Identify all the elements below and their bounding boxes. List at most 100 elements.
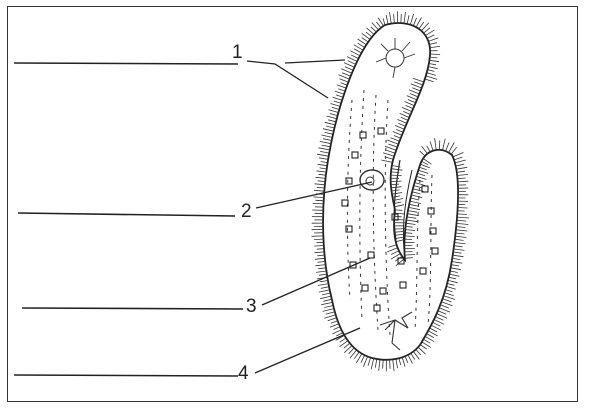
cilium (391, 187, 402, 188)
cilium (331, 104, 341, 107)
leader-lines (247, 60, 372, 373)
cilium (336, 95, 343, 97)
cilium (458, 178, 466, 179)
cilium (390, 360, 391, 369)
cilium (456, 164, 464, 166)
cilium (317, 154, 329, 156)
cilium (325, 132, 333, 134)
cilium (358, 43, 365, 47)
cilium (424, 28, 430, 33)
cilium (426, 76, 437, 80)
cilium (383, 18, 385, 25)
cilium (448, 280, 458, 282)
cilium (427, 334, 434, 338)
cilium (423, 159, 431, 165)
cilium (445, 293, 454, 296)
cilium (429, 64, 436, 65)
cilium (446, 287, 455, 290)
cilium (325, 122, 336, 125)
cilium (317, 255, 324, 256)
cilium (430, 142, 433, 151)
cilium (328, 318, 337, 321)
cilium (456, 227, 465, 228)
cilium (368, 358, 371, 366)
cilium (407, 214, 419, 216)
label-3: 3 (246, 297, 257, 316)
cilium (407, 15, 409, 24)
cilium (314, 190, 324, 191)
cilium (455, 236, 466, 237)
cilium (329, 110, 339, 113)
cilium (443, 139, 446, 151)
cilium (319, 174, 326, 175)
cilium (396, 129, 403, 132)
cilium (318, 284, 329, 286)
cilium (446, 143, 449, 152)
cilium (401, 117, 408, 120)
cilium (451, 268, 461, 270)
cilium (391, 184, 399, 185)
cilium (456, 167, 467, 169)
cilium (321, 302, 332, 304)
cilium (395, 125, 404, 129)
cilium (449, 274, 459, 276)
cilium (318, 164, 328, 165)
cilium (387, 248, 397, 252)
cilium (395, 237, 404, 239)
cilium (428, 70, 435, 72)
cilium (314, 246, 324, 247)
cilium (430, 328, 437, 332)
cilium (435, 138, 437, 150)
contractile-vacuole-top (386, 49, 404, 67)
cilium (385, 146, 396, 150)
cilium (366, 32, 372, 37)
cilium (430, 54, 440, 55)
cilium (417, 173, 425, 175)
cilium (391, 251, 399, 255)
cilium (429, 60, 439, 61)
cilium (407, 217, 416, 218)
cilium (383, 360, 384, 369)
label-1: 1 (232, 43, 243, 62)
cilium (458, 208, 468, 209)
cilium (388, 245, 396, 248)
cilium (427, 146, 430, 152)
cilium (315, 265, 325, 266)
cilium (422, 146, 428, 154)
cilium (425, 79, 434, 82)
cilium (457, 220, 466, 221)
cilium (342, 73, 351, 77)
cilium (409, 207, 420, 209)
cilium (420, 345, 427, 349)
cilium (321, 287, 329, 289)
cilium (411, 195, 422, 198)
cilium (428, 67, 437, 69)
cilium (388, 144, 397, 147)
cilium (405, 258, 413, 259)
cilium (458, 181, 469, 182)
cilium (333, 97, 343, 100)
cilium (331, 321, 338, 323)
cilium (406, 226, 413, 227)
cilium (340, 79, 349, 82)
cilium (391, 175, 402, 176)
cilium (439, 308, 450, 312)
cilium (349, 348, 355, 354)
cilium (397, 119, 406, 123)
cilium (376, 22, 381, 28)
contractile-vacuole-bottom (380, 312, 412, 350)
cilium (392, 193, 402, 195)
cilium (410, 14, 413, 25)
cilium (345, 67, 353, 71)
cilium (396, 359, 398, 368)
cilium (341, 83, 348, 85)
cilium (419, 22, 424, 29)
cilium (318, 268, 326, 269)
label-4: 4 (238, 364, 249, 383)
cilium (386, 15, 388, 24)
cilium (454, 246, 463, 247)
cilium (394, 232, 403, 233)
cilium (406, 223, 416, 224)
cilium (408, 355, 413, 364)
cilium (454, 157, 462, 160)
